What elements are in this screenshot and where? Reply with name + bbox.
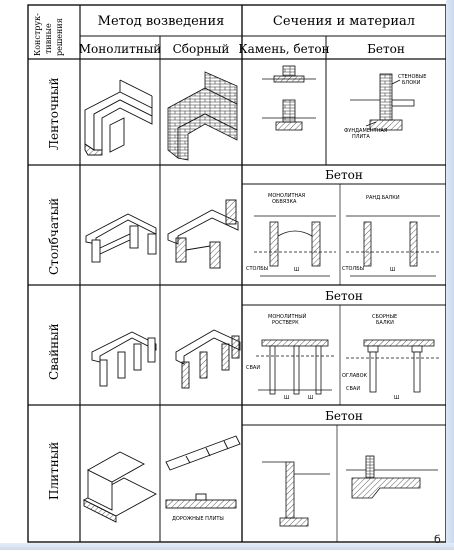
strip-stone-section xyxy=(262,65,316,131)
label-found-slab-1: ФУНДАМЕНТНАЯ xyxy=(344,128,387,134)
pile-mono-section xyxy=(256,339,334,395)
row-label-column: Столбчатый xyxy=(47,198,61,275)
strip-concrete-section xyxy=(350,73,415,131)
corner-header: Конструк- тивные решения xyxy=(33,13,64,56)
strip-prefab-drawing xyxy=(167,71,238,161)
label-wall-blocks-2: БЛОКИ xyxy=(402,80,421,86)
slab-stone-section xyxy=(262,461,330,527)
label-piles-left: СВАИ xyxy=(246,365,260,371)
pile-prefab-section xyxy=(346,339,440,393)
column-monolithic-drawing xyxy=(85,213,157,263)
slab-prefab-drawing xyxy=(165,435,241,509)
corner-header-line-1: Конструк- xyxy=(33,13,42,56)
column-prefab-drawing xyxy=(167,199,239,269)
label-dim-c: Ш xyxy=(394,395,399,401)
pile-prefab-drawing xyxy=(175,329,241,389)
label-rand-beams: РАНД.БАЛКИ xyxy=(366,195,400,201)
column-beam-section xyxy=(346,215,440,277)
section-sub-concrete: Бетон xyxy=(367,42,405,56)
label-dim-left: Ш xyxy=(294,267,299,273)
label-mono-belt-1: МОНОЛИТНАЯ xyxy=(268,193,305,199)
label-grillage-2: РОСТВЕРК xyxy=(272,320,299,326)
corner-header-line-2: тивные xyxy=(44,23,53,54)
label-piles-right: СВАИ xyxy=(346,386,360,392)
column-mono-section xyxy=(254,215,336,277)
label-road-slabs: ДОРОЖНЫЕ ПЛИТЫ xyxy=(172,516,224,522)
slab-monolithic-drawing xyxy=(83,451,157,523)
method-header: Метод возведения xyxy=(98,14,225,29)
row-pile-material: Бетон xyxy=(325,289,363,303)
table-grid xyxy=(27,4,447,543)
label-posts-right: СТОЛБЫ xyxy=(342,266,364,272)
label-mono-belt-2: ОБВЯЗКА xyxy=(272,199,297,205)
row-label-pile: Свайный xyxy=(47,323,61,380)
label-dim-b: Ш xyxy=(308,395,313,401)
row-slab-material: Бетон xyxy=(325,409,363,423)
row-column-material: Бетон xyxy=(325,168,363,182)
label-wall-blocks-1: СТЕНОВЫЕ xyxy=(398,74,426,80)
row-label-slab: Плитный xyxy=(47,442,61,500)
method-sub-monolithic: Монолитный xyxy=(79,42,162,56)
label-dim-right: Ш xyxy=(390,267,395,273)
section-header: Сечения и материал xyxy=(273,14,415,29)
label-prefab-beams-1: СБОРНЫЕ xyxy=(372,314,397,320)
pile-monolithic-drawing xyxy=(91,331,157,387)
label-prefab-beams-2: БАЛКИ xyxy=(376,320,394,326)
strip-monolithic-drawing xyxy=(84,79,153,156)
label-grillage-1: МОНОЛИТНЫЙ xyxy=(268,313,307,320)
corner-header-line-3: решения xyxy=(55,18,64,56)
label-dim-a: Ш xyxy=(284,395,289,401)
page-edge-right xyxy=(446,0,454,550)
label-found-slab-2: ПЛИТА xyxy=(352,134,370,140)
label-posts-left: СТОЛБЫ xyxy=(246,266,268,272)
method-sub-prefab: Сборный xyxy=(173,42,230,56)
row-label-strip: Ленточный xyxy=(47,78,61,150)
slab-concrete-section xyxy=(346,455,438,499)
page-edge-bottom xyxy=(0,543,454,550)
section-sub-stone: Камень, бетон xyxy=(238,42,329,56)
page-mark: б xyxy=(434,533,441,546)
label-pile-head: ОГЛАВОК xyxy=(342,373,368,379)
